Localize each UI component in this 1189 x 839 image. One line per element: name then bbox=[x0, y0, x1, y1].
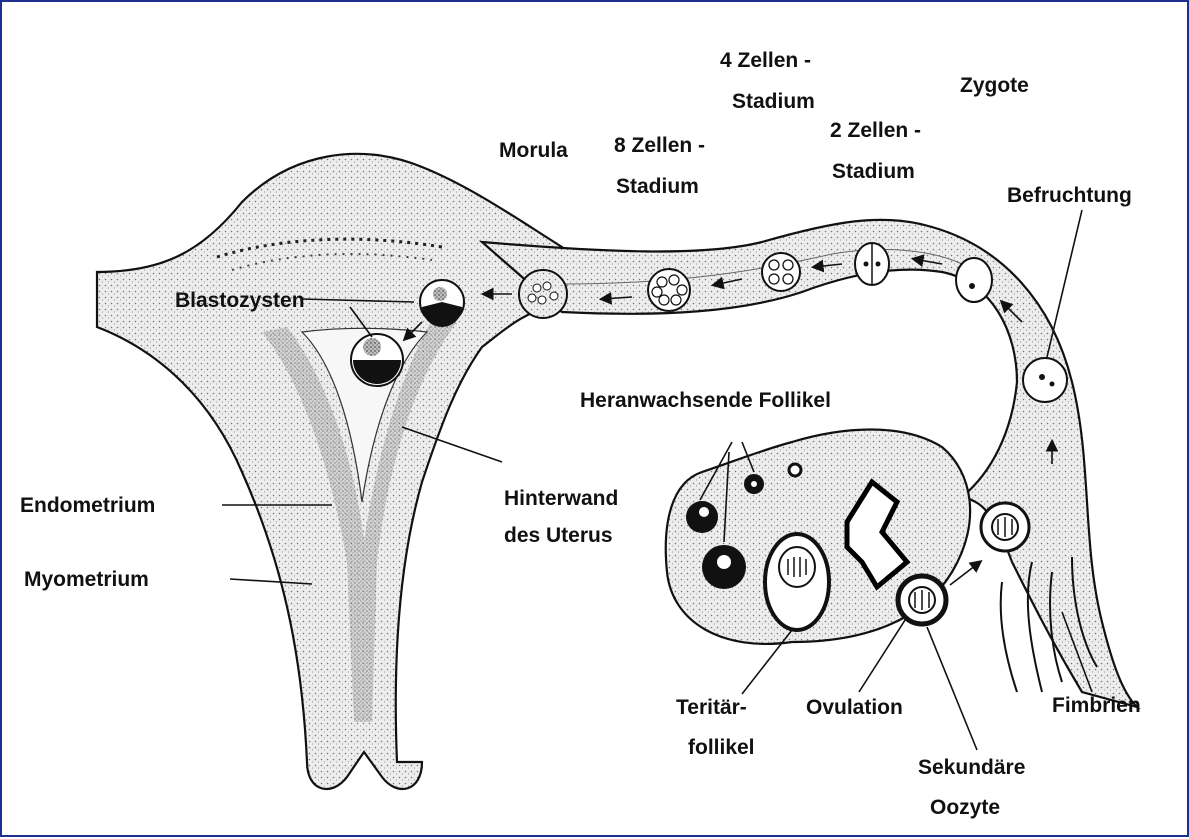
label-befruchtung: Befruchtung bbox=[1007, 184, 1132, 207]
label-sekundaere-line1: Sekundäre bbox=[918, 756, 1025, 779]
label-hinterwand-line2: des Uterus bbox=[504, 524, 613, 547]
label-4-cell-line1: 4 Zellen - bbox=[720, 49, 811, 72]
zygote-icon bbox=[956, 258, 992, 302]
label-sekundaere-line2: Oozyte bbox=[930, 796, 1000, 819]
label-8-cell-line1: 8 Zellen - bbox=[614, 134, 705, 157]
secondary-oocyte-icon bbox=[898, 576, 946, 624]
four-cell-stage-icon bbox=[762, 253, 800, 291]
label-2-cell-line2: Stadium bbox=[832, 160, 915, 183]
follicle-icon bbox=[686, 501, 718, 533]
morula-icon bbox=[519, 270, 567, 318]
two-cell-stage-icon bbox=[855, 243, 889, 285]
label-teritaer-line1: Teritär- bbox=[676, 696, 747, 719]
label-blastozysten: Blastozysten bbox=[175, 289, 305, 312]
label-teritaer-line2: follikel bbox=[688, 736, 755, 759]
labels: Zygote Befruchtung 2 Zellen - Stadium 4 … bbox=[20, 49, 1141, 819]
implanted-blastocyst-icon bbox=[351, 334, 403, 386]
label-fimbrien: Fimbrien bbox=[1052, 694, 1141, 717]
label-myometrium: Myometrium bbox=[24, 568, 149, 591]
label-4-cell-line2: Stadium bbox=[732, 90, 815, 113]
label-heranwachsende: Heranwachsende Follikel bbox=[580, 389, 831, 412]
label-hinterwand-line1: Hinterwand bbox=[504, 487, 618, 510]
tertiary-follicle bbox=[765, 534, 829, 630]
label-ovulation: Ovulation bbox=[806, 696, 903, 719]
label-morula: Morula bbox=[499, 139, 568, 162]
label-8-cell-line2: Stadium bbox=[616, 175, 699, 198]
captured-oocyte-icon bbox=[981, 503, 1029, 551]
label-endometrium: Endometrium bbox=[20, 494, 155, 517]
fertilized-egg-icon bbox=[1023, 358, 1067, 402]
label-2-cell-line1: 2 Zellen - bbox=[830, 119, 921, 142]
eight-cell-stage-icon bbox=[648, 269, 690, 311]
label-zygote: Zygote bbox=[960, 74, 1029, 97]
follicle-icon bbox=[789, 464, 801, 476]
